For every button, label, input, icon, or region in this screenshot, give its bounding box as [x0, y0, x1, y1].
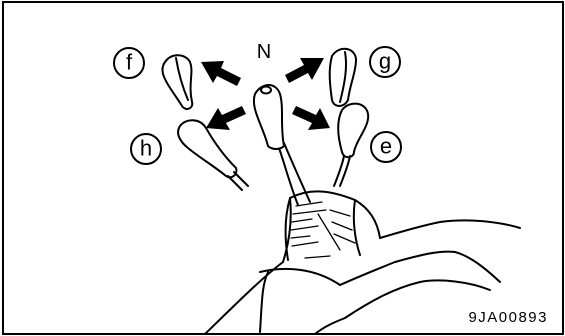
position-label-e: e — [370, 131, 402, 163]
svg-text:h: h — [140, 136, 152, 161]
figure-code: 9JA00893 — [468, 309, 548, 326]
arrow-to-e — [292, 106, 330, 130]
svg-text:g: g — [379, 49, 391, 74]
svg-text:e: e — [380, 134, 392, 159]
lever-position-g — [328, 47, 357, 107]
position-label-h: h — [130, 133, 162, 165]
lever-position-e — [333, 102, 370, 187]
neutral-label: N — [257, 41, 271, 63]
lever-console — [204, 190, 521, 335]
svg-text:f: f — [126, 50, 133, 75]
lever-position-f — [161, 54, 194, 110]
lever-position-h — [177, 119, 249, 191]
lever-neutral — [252, 84, 311, 206]
arrow-to-g — [285, 58, 324, 83]
arrow-to-h — [206, 106, 246, 130]
arrow-to-f — [201, 61, 241, 86]
position-label-g: g — [369, 46, 401, 78]
direction-arrows — [201, 58, 330, 130]
lever-boot — [284, 197, 361, 261]
position-label-f: f — [113, 47, 145, 79]
